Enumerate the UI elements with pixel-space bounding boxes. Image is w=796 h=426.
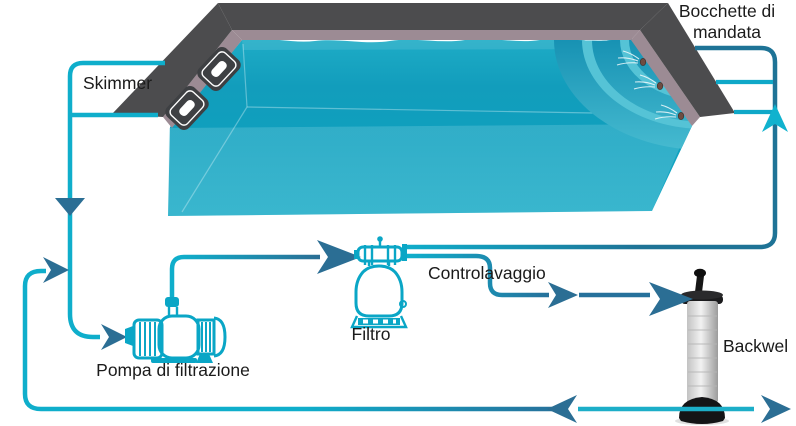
label-backwel: Backwel [723, 336, 788, 356]
skimmer-box [165, 86, 209, 130]
flow-arrow-junction [43, 257, 69, 283]
flow-arrow-into-pump [101, 324, 127, 350]
bottom-return-pipe [22, 268, 556, 412]
filter-icon [350, 236, 408, 329]
flow-arrow-waste-right [761, 395, 791, 423]
return-jet [616, 50, 647, 66]
pump-icon [125, 297, 227, 363]
label-bocchette-line1: Bocchette di [679, 1, 775, 21]
flow-arrows [43, 104, 791, 423]
backwash-pipe [402, 253, 549, 298]
label-controlavaggio: Controlavaggio [428, 263, 546, 283]
flow-arrow-bottom-left [547, 395, 577, 423]
backwel-body-seams [688, 315, 717, 387]
flow-arrow-backwash [548, 282, 578, 308]
label-skimmer: Skimmer [83, 73, 152, 93]
backwel-cap-top [681, 290, 723, 300]
filter-to-pool-pipe [402, 45, 778, 250]
backwash-cartridge [675, 268, 729, 425]
pool-corner-lines [181, 43, 651, 213]
water-surface-sheen [242, 38, 637, 50]
skimmer-pipe [67, 60, 165, 340]
flow-arrow-riser-up [762, 104, 788, 132]
flow-arrow-into-backwel [649, 282, 693, 316]
label-bocchette-line2: mandata [693, 22, 761, 42]
return-jet [633, 74, 664, 90]
backwel-body [687, 301, 718, 403]
funnel-check-valve-icon [55, 198, 85, 216]
pool [112, 3, 735, 216]
flow-arrow-into-filter [317, 240, 361, 274]
pool-coping [112, 3, 735, 117]
pool-front-face [168, 124, 690, 216]
label-pompa: Pompa di filtrazione [96, 360, 250, 380]
return-jet [654, 104, 685, 120]
return-jets [616, 50, 685, 120]
label-filtro: Filtro [352, 324, 391, 344]
pump-to-filter-pipe [169, 254, 320, 306]
skimmer-box [197, 47, 241, 91]
